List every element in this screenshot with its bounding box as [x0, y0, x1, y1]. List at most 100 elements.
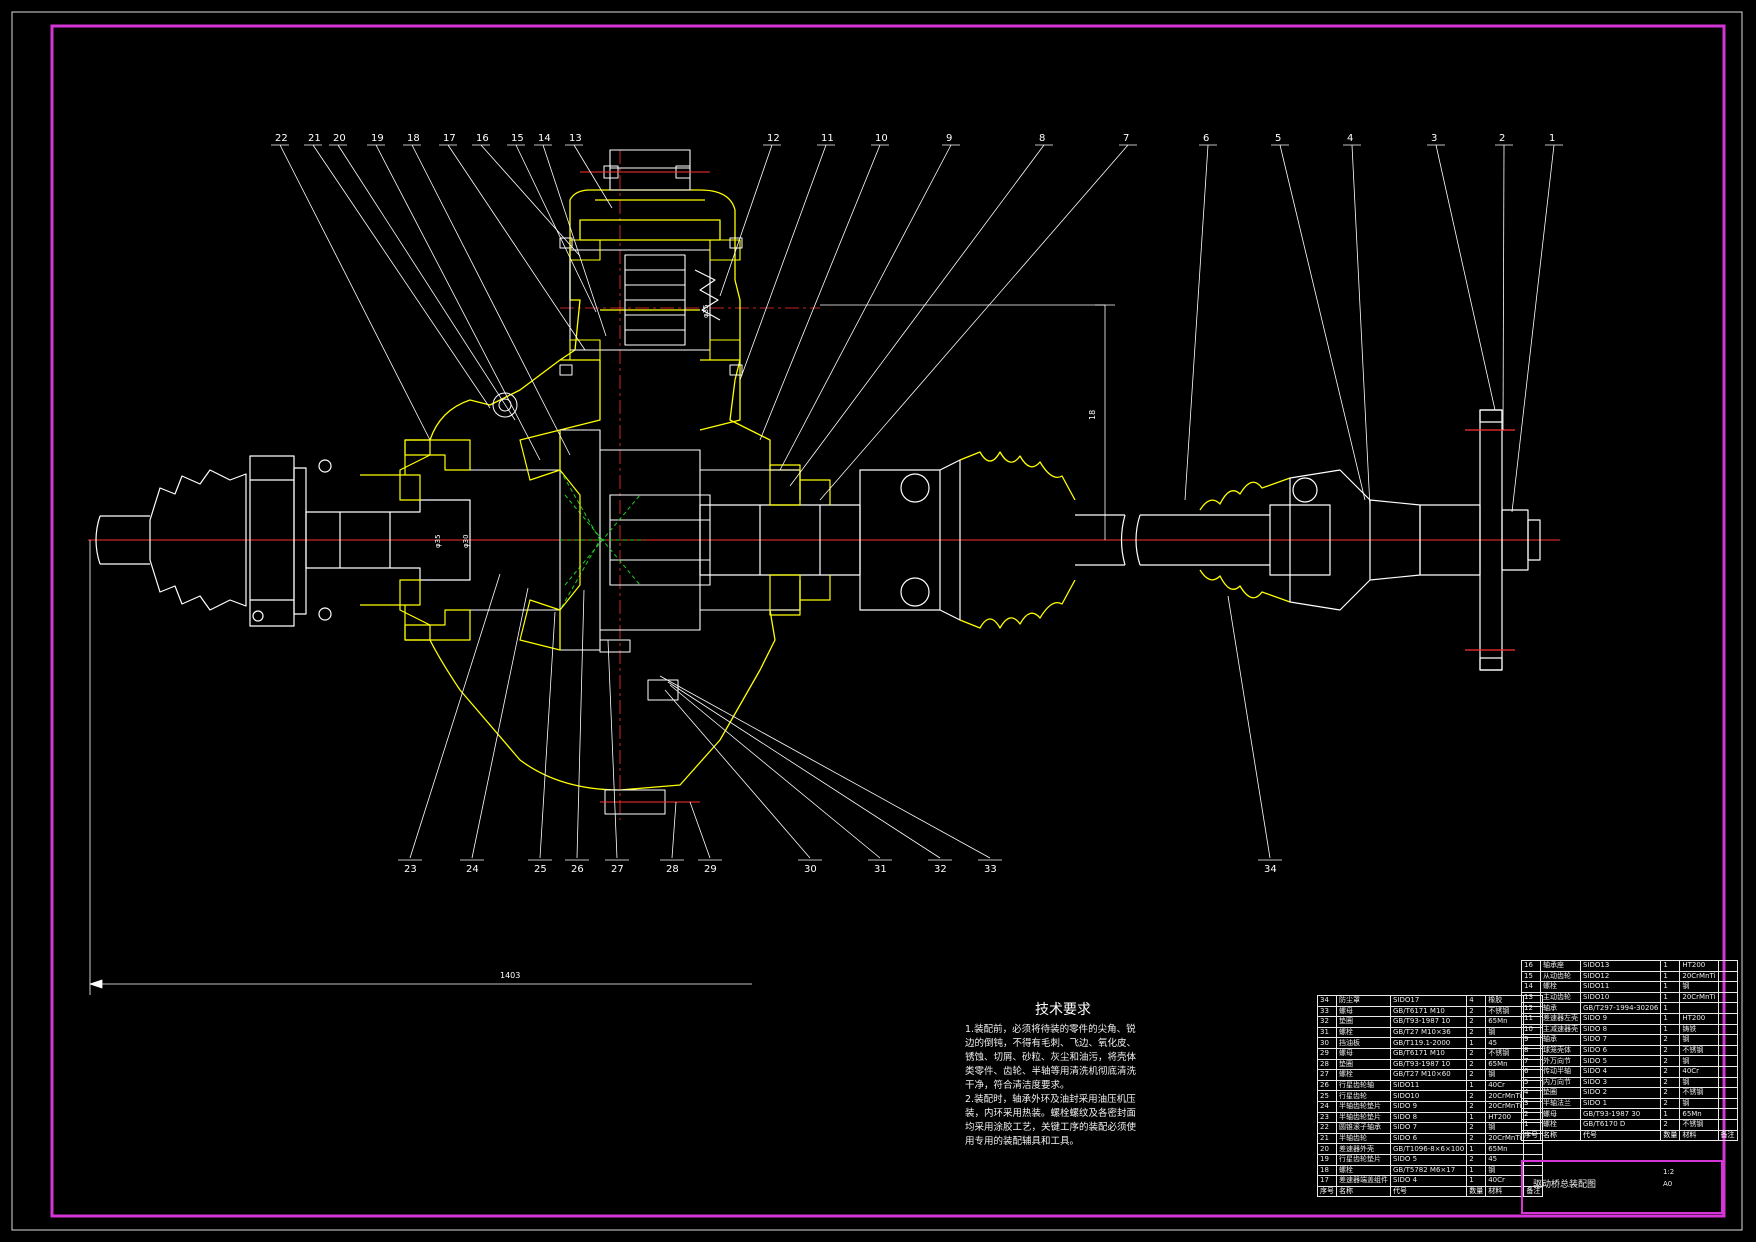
top-leaders: [279, 144, 1555, 513]
parts-cell: 20CrMnTi: [1485, 1132, 1525, 1145]
parts-cell: 16: [1521, 960, 1541, 972]
balloon-19: 19: [371, 133, 384, 144]
parts-cell: 4: [1521, 1087, 1541, 1099]
parts-cell: [1717, 1076, 1738, 1089]
balloon-22: 22: [275, 133, 288, 144]
balloon-5: 5: [1275, 133, 1281, 144]
balloon-31: 31: [874, 864, 887, 875]
parts-cell: 33: [1317, 1005, 1337, 1018]
parts-cell: 差速器端盖组件: [1336, 1175, 1391, 1187]
parts-cell: GB/T93-1987 30: [1579, 1108, 1662, 1120]
balloon-1: 1: [1549, 133, 1555, 144]
parts-cell: SIDO 8: [1389, 1111, 1468, 1124]
parts-cell: GB/T5782 M6×17: [1389, 1164, 1468, 1177]
left-half-shaft: [95, 469, 247, 611]
parts-cell: 2: [1660, 1055, 1681, 1067]
parts-cell: 主减速器壳: [1540, 1023, 1581, 1036]
parts-cell: 26: [1317, 1079, 1337, 1092]
parts-cell: 行星齿轮垫片: [1336, 1153, 1391, 1166]
parts-cell: GB/T1096-8×6×100: [1389, 1143, 1468, 1155]
parts-cell: SIDO10: [1579, 991, 1662, 1004]
parts-cell: 5: [1521, 1076, 1541, 1089]
left-bearing-housing: [360, 439, 471, 641]
parts-cell: GB/T27 M10×60: [1389, 1069, 1468, 1081]
parts-cell: 铸铁: [1679, 1023, 1719, 1036]
tech-requirement-line: 均采用涂胶工艺，关键工序的装配必须使: [965, 1122, 1137, 1133]
parts-cell: SIDO 4: [1389, 1175, 1468, 1187]
parts-cell: 钢: [1679, 1076, 1719, 1089]
parts-cell: 1: [1466, 1079, 1487, 1092]
tech-requirement-line: 边的倒钝，不得有毛刺、飞边、氧化皮、: [965, 1038, 1137, 1049]
parts-cell: SIDO 1: [1579, 1097, 1662, 1110]
parts-cell: 从动齿轮: [1540, 970, 1581, 983]
parts-cell: 材料: [1679, 1129, 1719, 1142]
balloon-23: 23: [404, 864, 417, 875]
parts-cell: 20CrMnTi: [1485, 1090, 1525, 1102]
parts-row: 序号名称代号数量材料备注: [1317, 1185, 1544, 1198]
tech-requirement-line: 锈蚀、切屑、砂粒、灰尘和油污，将壳体: [965, 1052, 1137, 1063]
parts-cell: SIDO 2: [1579, 1087, 1662, 1099]
parts-cell: GB/T6170 D: [1579, 1118, 1662, 1131]
parts-cell: [1679, 1002, 1719, 1014]
parts-cell: GB/T93-1987 10: [1389, 1058, 1468, 1071]
parts-cell: SIDO17: [1389, 995, 1468, 1007]
balloon-17: 17: [443, 133, 456, 144]
vertical-dimension: [820, 304, 1115, 540]
parts-cell: 17: [1317, 1175, 1337, 1187]
parts-cell: 轴承: [1540, 1034, 1581, 1046]
parts-cell: 1: [1466, 1175, 1487, 1187]
balloon-34: 34: [1264, 864, 1277, 875]
parts-cell: SIDO 9: [1389, 1100, 1468, 1113]
parts-cell: 2: [1660, 1044, 1681, 1057]
parts-cell: 行星齿轮: [1336, 1090, 1391, 1102]
parts-cell: [1717, 1097, 1738, 1110]
parts-cell: 螺栓: [1336, 1069, 1391, 1081]
overall-dimension: [89, 540, 752, 995]
parts-cell: 圆锥滚子轴承: [1336, 1122, 1391, 1134]
parts-cell: 挡油板: [1336, 1037, 1391, 1049]
balloon-12: 12: [767, 133, 780, 144]
parts-cell: GB/T6171 M10: [1389, 1047, 1468, 1060]
parts-cell: SIDO 8: [1579, 1023, 1662, 1036]
parts-cell: 40Cr: [1485, 1079, 1525, 1092]
parts-cell: 2: [1466, 1069, 1487, 1081]
parts-cell: 1: [1660, 960, 1681, 972]
parts-cell: 1: [1660, 991, 1681, 1004]
tech-requirements-body: 1.装配前，必须将待装的零件的尖角、锐边的倒钝，不得有毛刺、飞边、氧化皮、锈蚀、…: [965, 1023, 1185, 1149]
parts-cell: 螺栓: [1336, 1164, 1391, 1177]
balloon-33: 33: [984, 864, 997, 875]
parts-cell: 6: [1521, 1065, 1541, 1078]
parts-cell: 备注: [1523, 1185, 1544, 1198]
parts-cell: 1: [1660, 1002, 1681, 1014]
parts-cell: 1: [1660, 1023, 1681, 1036]
parts-cell: 垫圈: [1540, 1087, 1581, 1099]
parts-cell: 螺栓: [1336, 1026, 1391, 1039]
parts-cell: 2: [1660, 1118, 1681, 1131]
parts-cell: 材料: [1485, 1185, 1525, 1198]
balloon-2: 2: [1499, 133, 1505, 144]
drawing-scale: 1:2: [1663, 1168, 1675, 1176]
top-bolts: [492, 165, 743, 418]
parts-cell: 传动半轴: [1540, 1065, 1581, 1078]
parts-cell: SIDO 6: [1389, 1132, 1468, 1145]
parts-cell: [1717, 1012, 1738, 1025]
parts-cell: 18: [1317, 1164, 1337, 1177]
parts-cell: 不锈钢: [1485, 1005, 1525, 1018]
parts-cell: 34: [1317, 995, 1337, 1007]
parts-cell: HT200: [1679, 960, 1719, 972]
